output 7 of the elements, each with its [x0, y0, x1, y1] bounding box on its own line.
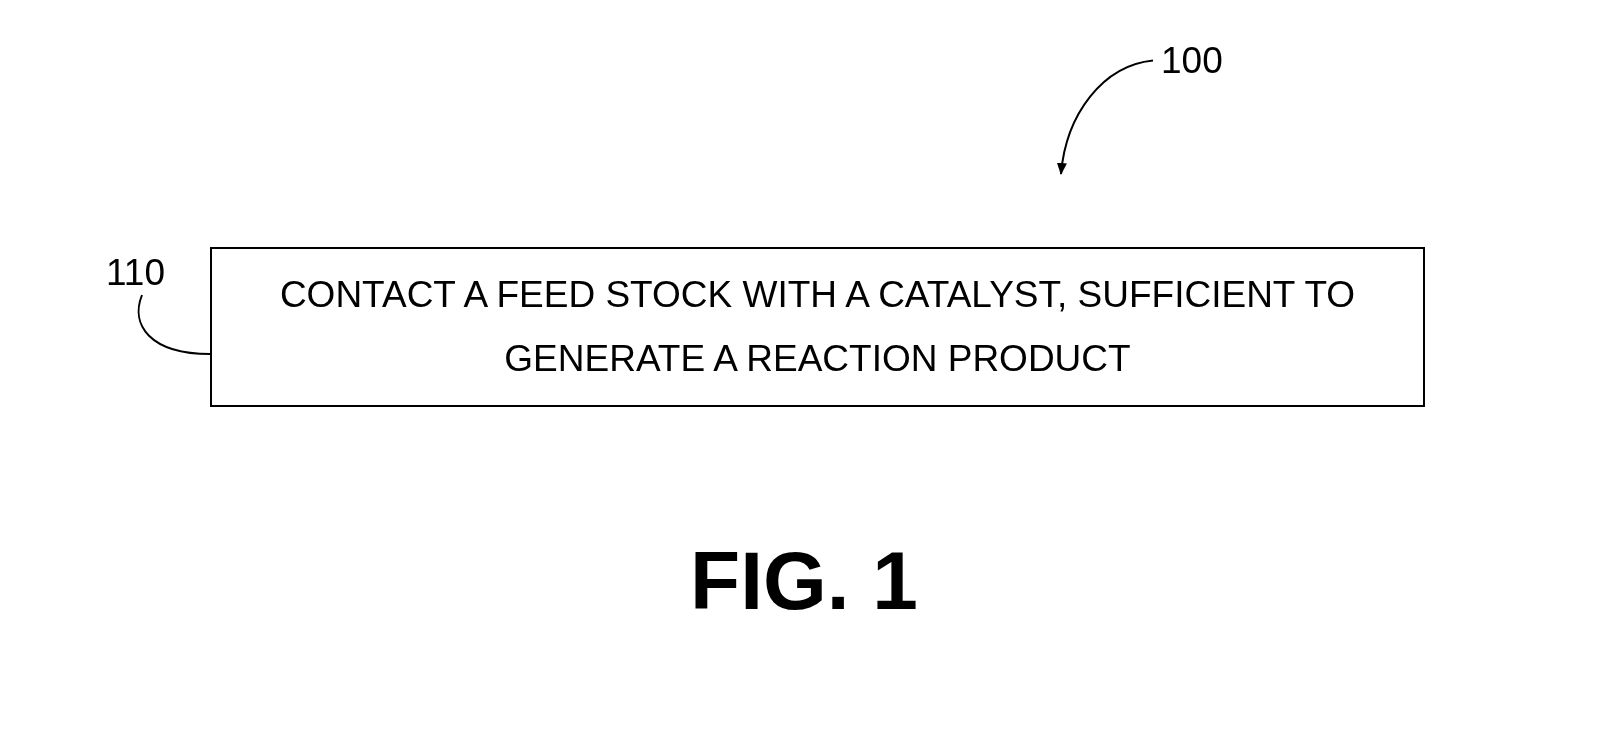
- reference-numeral: 100: [1161, 42, 1223, 79]
- step-text: CONTACT A FEED STOCK WITH A CATALYST, SUFFICIENT TO GENERATE A REACTION PRODUCT: [278, 273, 1357, 381]
- leader-line: [137, 294, 211, 355]
- leader-line: [1057, 59, 1154, 175]
- reference-numeral: 110: [106, 254, 165, 291]
- process-box: [210, 247, 1425, 407]
- figure-caption: FIG. 1: [689, 540, 919, 622]
